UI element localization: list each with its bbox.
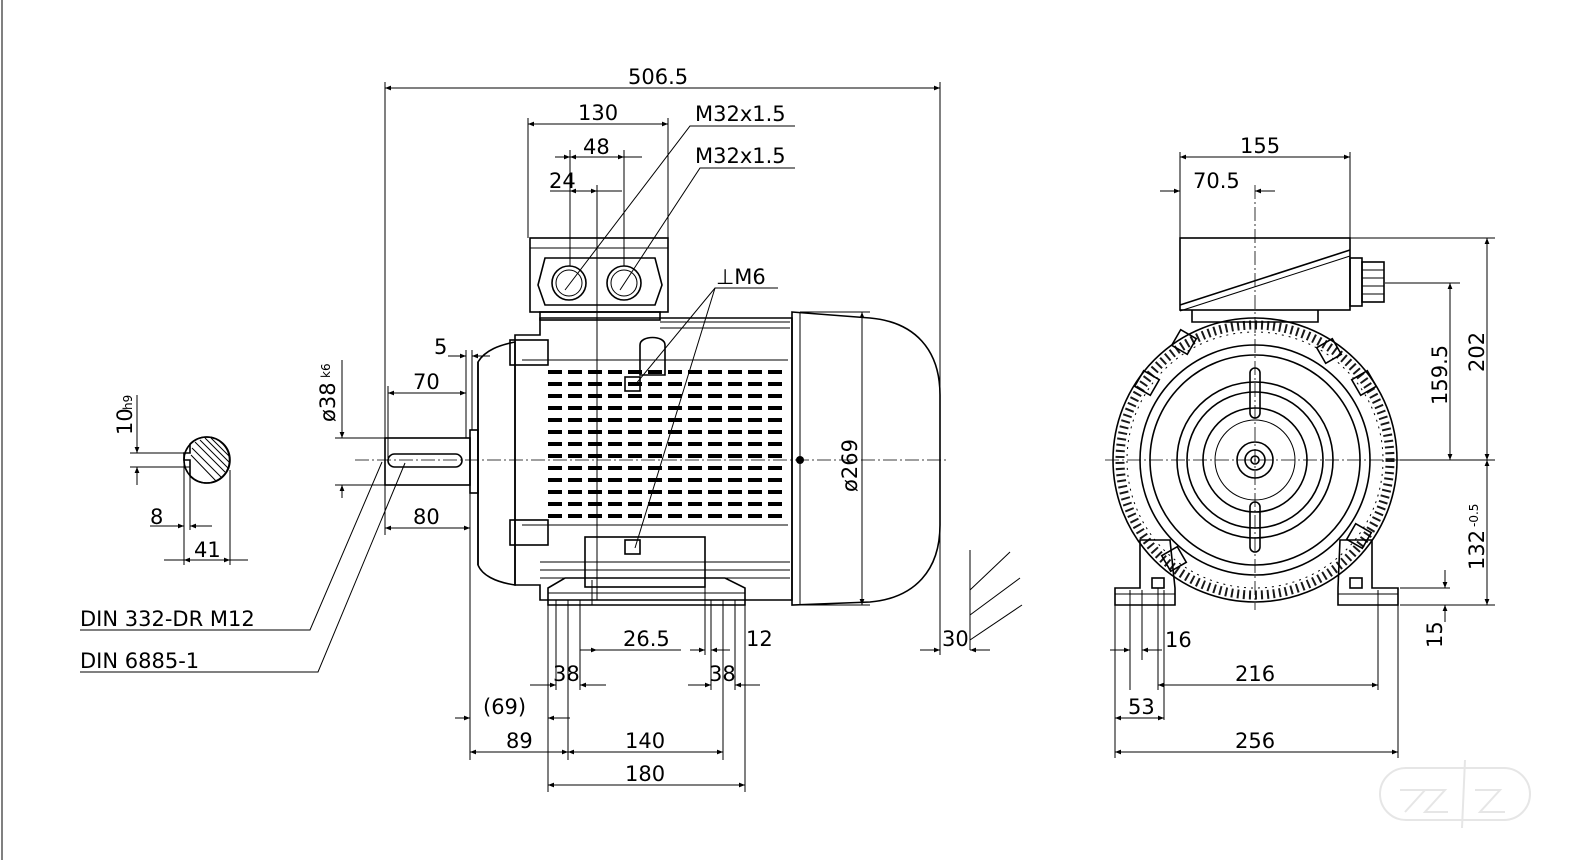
dim-overall-length: 506.5 xyxy=(628,65,688,89)
shaft-height-tolerance: -0.5 xyxy=(1467,504,1481,527)
dim-foot-hole-dia: 16 xyxy=(1165,628,1192,652)
shaft-tolerance: k6 xyxy=(319,363,333,378)
cable-gland-end xyxy=(1349,257,1363,307)
foot-left xyxy=(1114,539,1176,606)
dim-foot-offset: 26.5 xyxy=(623,627,670,651)
dim-end-box-offset: 70.5 xyxy=(1193,169,1240,193)
end-view-dimensions: 155 70.5 159.5 202 132 -0.5 15 16 216 53 xyxy=(1110,134,1495,758)
earth-thread-label: ⊥M6 xyxy=(716,265,766,289)
dim-foot-hole-spacing: 140 xyxy=(625,729,665,753)
terminal-box-end xyxy=(1179,237,1351,311)
foot-right xyxy=(1337,539,1399,606)
motor-feet xyxy=(547,577,746,606)
dim-foot-edge: 53 xyxy=(1128,695,1155,719)
fan-cover xyxy=(791,311,941,606)
key-tolerance-label: h9 xyxy=(121,395,135,410)
side-view xyxy=(355,237,1023,650)
key-width-label: 10 xyxy=(113,408,137,435)
key-section-view: 10 h9 8 41 xyxy=(113,395,248,565)
end-view xyxy=(1105,185,1410,610)
dim-shaft-length: 80 xyxy=(413,505,440,529)
dim-gland-height: 159.5 xyxy=(1428,345,1452,405)
dim-fan-clearance: 30 xyxy=(942,627,969,651)
dim-foot-slot: 12 xyxy=(746,627,773,651)
finned-housing xyxy=(1112,317,1398,603)
gland-thread-2: M32x1.5 xyxy=(695,144,786,168)
dim-gland-spacing: 48 xyxy=(583,135,610,159)
dim-shaft-height: 132 xyxy=(1465,530,1489,570)
key-depth-label: 8 xyxy=(150,505,163,529)
dim-end-foot-width: 256 xyxy=(1235,729,1275,753)
dim-shaft-diameter: ø38 xyxy=(316,382,340,422)
ground-hatch xyxy=(969,550,1023,650)
dim-foot-thickness: 15 xyxy=(1423,621,1447,648)
dim-foot-width-2: 38 xyxy=(709,662,736,686)
dim-body-diameter: ø269 xyxy=(838,439,862,492)
dim-gland-offset: 24 xyxy=(549,169,576,193)
gland-thread-1: M32x1.5 xyxy=(695,102,786,126)
watermark-logo xyxy=(1379,759,1531,829)
shaft-key-height-label: 41 xyxy=(194,538,221,562)
dim-shaft-shoulder: 5 xyxy=(434,335,447,359)
shaft xyxy=(384,437,471,486)
dim-end-hole-spacing: 216 xyxy=(1235,662,1275,686)
side-view-dimensions: 506.5 130 48 24 M32x1.5 M32x1.5 ⊥M6 5 70 xyxy=(80,65,990,792)
dim-key-length: 70 xyxy=(413,370,440,394)
dim-terminal-box-width: 130 xyxy=(578,101,618,125)
cooling-fins xyxy=(548,370,782,518)
dim-shaft-to-hole: 89 xyxy=(506,729,533,753)
dim-foot-length: 180 xyxy=(625,762,665,786)
key-standard: DIN 6885-1 xyxy=(80,649,199,673)
key-slot xyxy=(387,453,463,468)
dim-shoulder-to-foot: (69) xyxy=(483,695,526,719)
dim-foot-width-1: 38 xyxy=(553,662,580,686)
cable-gland-1 xyxy=(551,265,587,301)
centre-hole-standard: DIN 332-DR M12 xyxy=(80,607,255,631)
dim-box-height: 202 xyxy=(1465,332,1489,372)
dim-end-box-width: 155 xyxy=(1240,134,1280,158)
